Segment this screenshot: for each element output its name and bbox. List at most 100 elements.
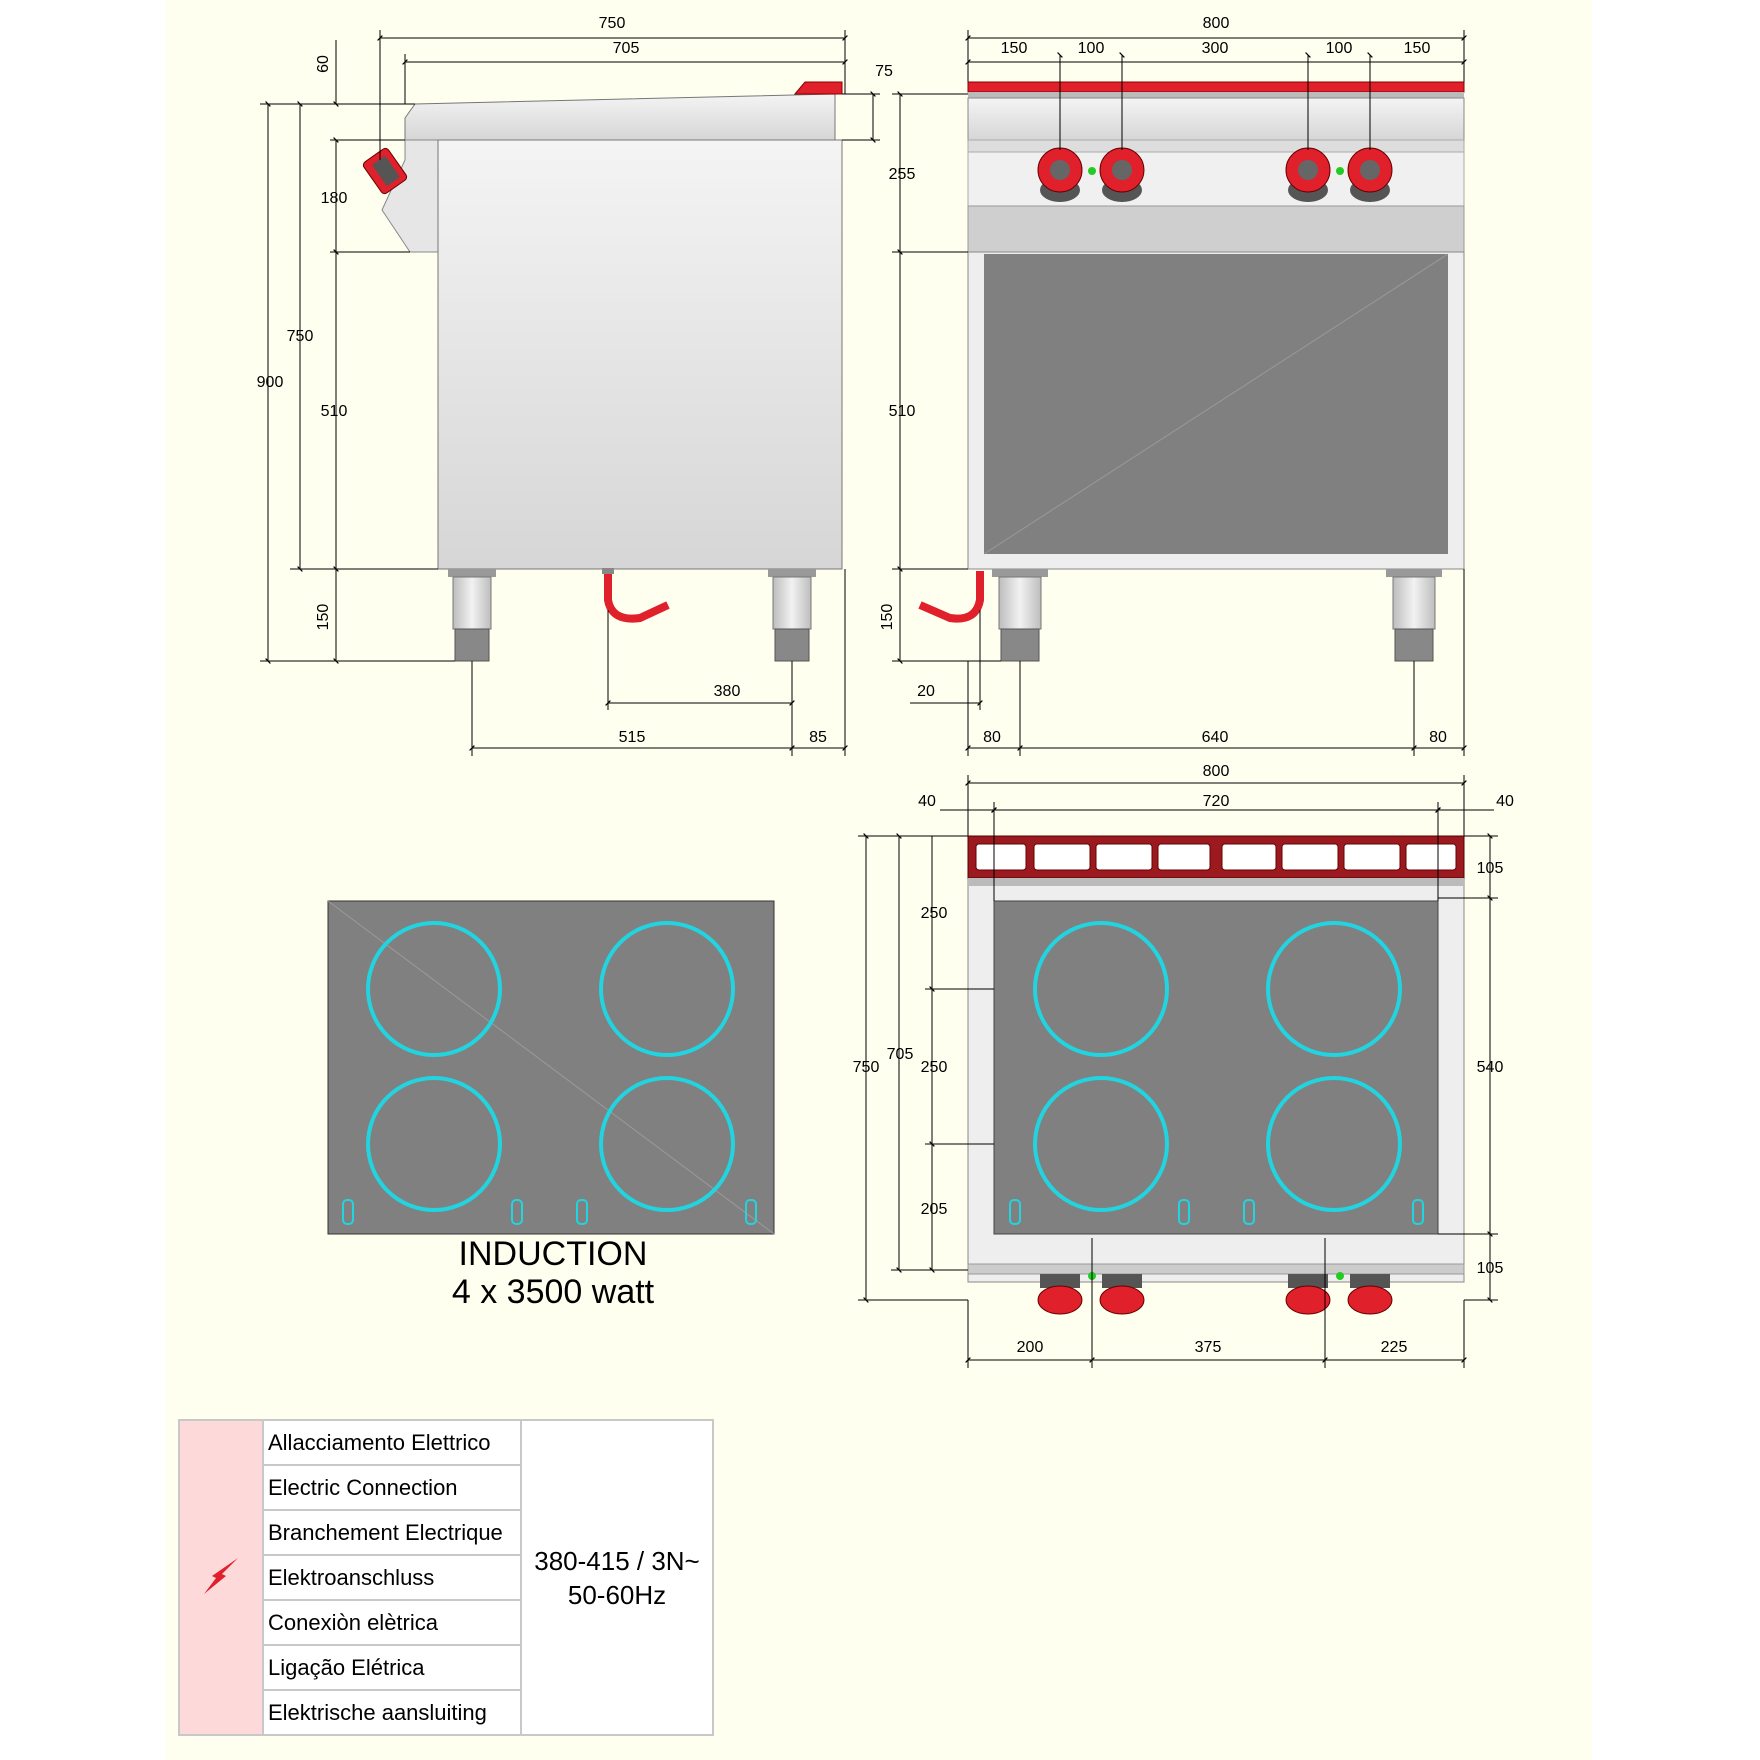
table-label: Conexiòn elètrica <box>262 1599 522 1646</box>
front-dimension-labels: 800 150 100 300 100 150 255 510 150 20 8… <box>879 15 1447 746</box>
front-top <box>967 97 1465 141</box>
dim-plan-750: 750 <box>853 1059 880 1076</box>
plan-knob-2 <box>1099 1274 1145 1315</box>
hob-zone-3 <box>366 1076 502 1212</box>
dim-side-380: 380 <box>714 683 741 700</box>
table-label: Electric Connection <box>262 1464 522 1511</box>
dim-front-800: 800 <box>1203 15 1230 32</box>
dim-front-80-right: 80 <box>1429 729 1447 746</box>
value-voltage: 380-415 / 3N~ <box>534 1545 700 1576</box>
dim-front-150-right: 150 <box>1404 40 1431 57</box>
dim-side-900: 900 <box>257 374 284 391</box>
table-label: Allacciamento Elettrico <box>262 1419 522 1466</box>
table-label: Ligação Elétrica <box>262 1644 522 1691</box>
side-dimension-labels: 750 705 75 60 180 750 900 510 150 380 51… <box>257 15 893 746</box>
dim-plan-250-a: 250 <box>921 905 948 922</box>
plan-dimension-labels: 800 40 720 40 750 705 105 250 250 205 54… <box>853 763 1514 1356</box>
side-leg-front <box>448 569 496 662</box>
plan-glass <box>993 900 1439 1235</box>
electric-connection-table: Allacciamento Elettrico 380-415 / 3N~ 50… <box>178 1419 714 1736</box>
plan-zone-symbols <box>1009 1199 1424 1225</box>
dim-plan-540: 540 <box>1477 1059 1504 1076</box>
plan-knob-3 <box>1285 1274 1331 1315</box>
side-view <box>362 81 843 662</box>
dim-side-75: 75 <box>875 63 893 80</box>
dim-plan-105-rear: 105 <box>1477 860 1504 877</box>
dim-plan-105-front: 105 <box>1477 1260 1504 1277</box>
dim-side-body-750: 750 <box>287 328 314 345</box>
front-knob-3 <box>1285 147 1331 202</box>
dim-plan-720: 720 <box>1203 793 1230 810</box>
table-icon-cell <box>178 1419 264 1736</box>
dim-front-150: 150 <box>879 604 896 631</box>
front-indicator-right <box>1336 167 1344 175</box>
side-dimensions <box>260 30 880 756</box>
dim-front-20: 20 <box>917 683 935 700</box>
front-rear-upstand <box>967 81 1465 93</box>
dim-front-300: 300 <box>1202 40 1229 57</box>
dim-plan-705: 705 <box>887 1046 914 1063</box>
dim-plan-205: 205 <box>921 1201 948 1218</box>
front-dimensions <box>892 30 1467 756</box>
dim-plan-250-b: 250 <box>921 1059 948 1076</box>
side-rear-upstand <box>793 81 843 95</box>
side-power-cable <box>604 571 670 623</box>
dim-plan-800: 800 <box>1203 763 1230 780</box>
caption-induction: INDUCTION <box>459 1235 648 1273</box>
dim-side-750: 750 <box>599 15 626 32</box>
side-top <box>404 93 836 141</box>
hob-zone-2 <box>599 921 735 1057</box>
hob-zone-1 <box>366 921 502 1057</box>
table-label: Branchement Electrique <box>262 1509 522 1556</box>
table-value: 380-415 / 3N~ 50-60Hz <box>520 1419 714 1736</box>
hob-zone-symbols <box>342 1199 757 1225</box>
dim-front-150-left: 150 <box>1001 40 1028 57</box>
front-knob-1 <box>1037 147 1083 202</box>
front-leg-right <box>1386 569 1442 662</box>
plan-vent-slots <box>975 843 1457 871</box>
front-leg-left <box>992 569 1048 662</box>
side-body <box>437 139 843 570</box>
side-knob <box>362 147 408 195</box>
dim-side-180: 180 <box>321 190 348 207</box>
dim-front-100-right: 100 <box>1326 40 1353 57</box>
dim-plan-40-left: 40 <box>918 793 936 810</box>
plan-zone-4 <box>1266 1076 1402 1212</box>
front-knob-4 <box>1347 147 1393 202</box>
plan-knob-4 <box>1347 1274 1393 1315</box>
table-label: Elektroanschluss <box>262 1554 522 1601</box>
hob-detail <box>327 900 775 1235</box>
plan-dimensions <box>858 775 1498 1368</box>
dim-plan-225: 225 <box>1381 1339 1408 1356</box>
dim-front-640: 640 <box>1202 729 1229 746</box>
table-label: Elektrische aansluiting <box>262 1689 522 1736</box>
plan-zone-1 <box>1033 921 1169 1057</box>
dim-front-80-left: 80 <box>983 729 1001 746</box>
dim-plan-200: 200 <box>1017 1339 1044 1356</box>
front-power-cable <box>918 571 984 623</box>
caption-power: 4 x 3500 watt <box>452 1273 655 1311</box>
plan-view <box>967 835 1465 1315</box>
plan-zone-3 <box>1033 1076 1169 1212</box>
hob-caption: INDUCTION 4 x 3500 watt <box>452 1235 655 1311</box>
value-frequency: 50-60Hz <box>567 1579 667 1610</box>
plan-knob-1 <box>1037 1274 1083 1315</box>
front-knob-2 <box>1099 147 1145 202</box>
dim-side-150: 150 <box>315 604 332 631</box>
dim-side-60: 60 <box>315 55 332 73</box>
dim-side-515: 515 <box>619 729 646 746</box>
front-view <box>918 81 1465 662</box>
lightning-bolt-icon <box>204 1557 238 1594</box>
dim-plan-375: 375 <box>1195 1339 1222 1356</box>
hob-zone-4 <box>599 1076 735 1212</box>
dim-front-100-left: 100 <box>1078 40 1105 57</box>
dim-side-85: 85 <box>809 729 827 746</box>
dim-side-510: 510 <box>321 403 348 420</box>
dim-side-705: 705 <box>613 40 640 57</box>
side-leg-rear <box>768 569 816 662</box>
front-indicator-left <box>1088 167 1096 175</box>
dim-front-255: 255 <box>889 166 916 183</box>
dim-front-510: 510 <box>889 403 916 420</box>
plan-zone-2 <box>1266 921 1402 1057</box>
